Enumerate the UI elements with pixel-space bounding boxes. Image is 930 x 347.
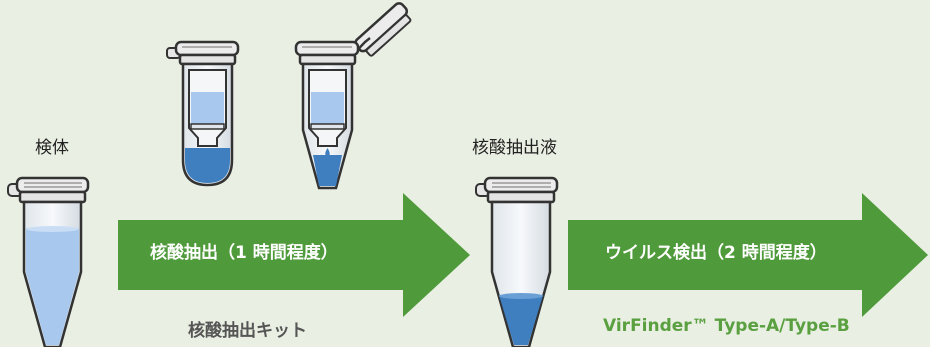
extraction-step-label: 核酸抽出（1 時間程度） xyxy=(150,243,338,263)
extraction-kit-label: 核酸抽出キット xyxy=(188,321,307,341)
spin-column-open-tube-icon xyxy=(294,2,412,190)
extract-tube-icon xyxy=(475,176,559,347)
product-label: VirFinder™ Type-A/Type-B xyxy=(603,316,850,336)
sample-label: 検体 xyxy=(35,138,69,158)
extract-label: 核酸抽出液 xyxy=(472,138,557,158)
spin-column-tube-icon xyxy=(166,40,240,187)
detection-step-label: ウイルス検出（2 時間程度） xyxy=(605,243,827,263)
detection-arrow xyxy=(568,193,928,317)
sample-tube-icon xyxy=(7,176,90,347)
extraction-arrow xyxy=(118,193,470,317)
